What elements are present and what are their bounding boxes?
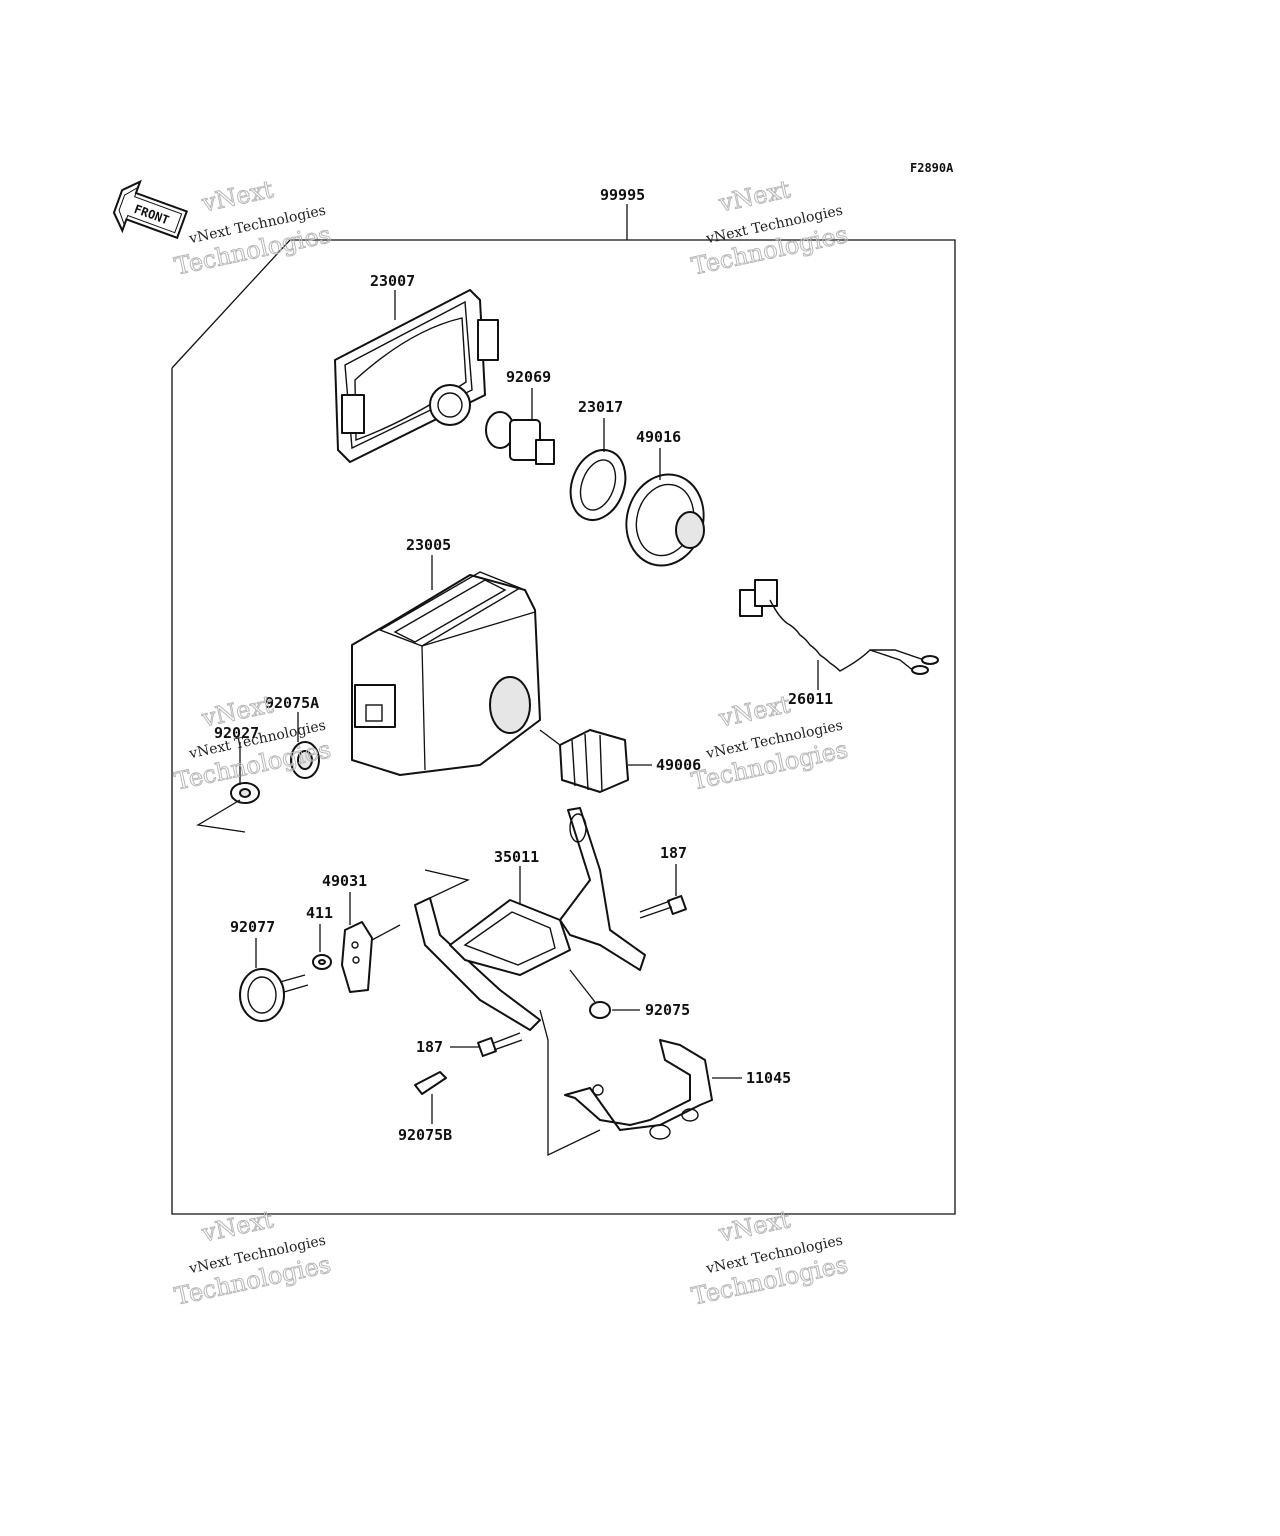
label-411: 411 xyxy=(306,904,333,922)
label-92027: 92027 xyxy=(214,724,259,742)
bolt-187-upper: 187 xyxy=(639,844,687,919)
headlight-lens-23007: 23007 xyxy=(334,272,499,463)
front-arrow-icon: FRONT xyxy=(112,179,189,240)
label-92077: 92077 xyxy=(230,918,275,936)
watermark-top-right: vNext vNext Technologies Technologies xyxy=(689,175,851,282)
bolt-187-lower: 187 xyxy=(416,1032,523,1057)
assembly-frame: 99995 xyxy=(171,186,956,1215)
rubber-cap-49016: 49016 xyxy=(625,428,705,567)
label-92069: 92069 xyxy=(506,368,551,386)
label-187-upper: 187 xyxy=(660,844,687,862)
retaining-ring-23017: 23017 xyxy=(569,398,627,521)
label-99995: 99995 xyxy=(600,186,645,204)
washer-411: 411 xyxy=(306,904,333,970)
bracket-11045: 11045 xyxy=(539,1009,791,1157)
knob-92077: 92077 xyxy=(230,918,309,1022)
wire-harness-26011: 26011 xyxy=(739,579,939,708)
svg-text:vNext: vNext xyxy=(716,175,794,218)
watermark-bottom-right: vNext vNext Technologies Technologies xyxy=(689,1205,851,1312)
grommet-92075a: 92075A xyxy=(265,694,320,779)
label-49031: 49031 xyxy=(322,872,367,890)
figure-code: F2890A xyxy=(910,161,954,175)
label-92075: 92075 xyxy=(645,1001,690,1019)
label-11045: 11045 xyxy=(746,1069,791,1087)
watermark-top-left: vNext vNext Technologies Technologies xyxy=(172,175,334,282)
svg-text:vNext: vNext xyxy=(716,1205,794,1248)
svg-text:vNext: vNext xyxy=(199,1205,277,1248)
label-92075a: 92075A xyxy=(265,694,319,712)
boot-49006: 49006 xyxy=(539,729,701,793)
label-26011: 26011 xyxy=(788,690,833,708)
label-23017: 23017 xyxy=(578,398,623,416)
label-49006: 49006 xyxy=(656,756,701,774)
bracket-35011: 35011 xyxy=(414,807,646,1031)
collar-92027: 92027 xyxy=(196,724,260,833)
label-49016: 49016 xyxy=(636,428,681,446)
bulb-92069: 92069 xyxy=(485,368,555,465)
svg-text:vNext: vNext xyxy=(199,175,277,218)
clip-49031: 49031 xyxy=(322,872,401,993)
svg-text:vNext: vNext xyxy=(716,690,794,733)
nut-92075: 92075 xyxy=(569,969,690,1019)
label-23007: 23007 xyxy=(370,272,415,290)
label-92075b: 92075B xyxy=(398,1126,452,1144)
clip-92075b: 92075B xyxy=(398,1071,452,1144)
label-35011: 35011 xyxy=(494,848,539,866)
watermark-bottom-left: vNext vNext Technologies Technologies xyxy=(172,1205,334,1312)
label-187-lower: 187 xyxy=(416,1038,443,1056)
housing-23005: 23005 xyxy=(351,536,541,776)
label-23005: 23005 xyxy=(406,536,451,554)
